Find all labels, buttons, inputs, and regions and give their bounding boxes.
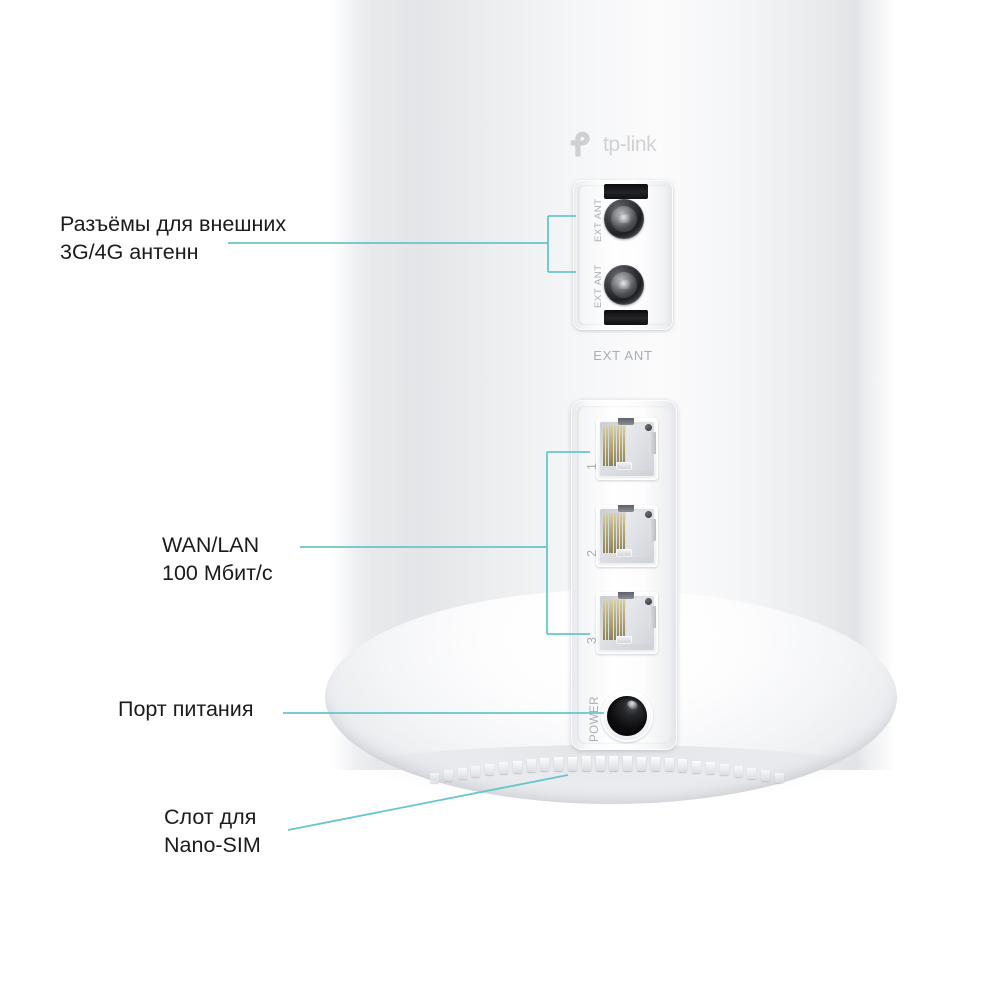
tp-link-logo: tp-link — [566, 124, 686, 164]
port-1-screw — [645, 424, 652, 431]
port-3-side — [649, 606, 656, 628]
port-2-screw — [645, 511, 652, 518]
tp-link-logo-text: tp-link — [603, 132, 657, 156]
antenna-panel-caption: EXT ANT — [593, 348, 653, 363]
callout-label-ext-ant: Разъёмы для внешних 3G/4G антенн — [60, 212, 287, 264]
port-2-number: 2 — [585, 550, 599, 557]
port-2-tab — [618, 505, 634, 512]
antenna-connector-2 — [604, 265, 644, 305]
port-2-side — [649, 519, 656, 541]
power-port-label: POWER — [589, 696, 601, 742]
antenna-connector-1 — [604, 199, 644, 239]
port-1-number: 1 — [585, 463, 599, 470]
port-3-tab — [618, 592, 634, 599]
device-body-highlight-right — [858, 0, 898, 770]
port-1-side — [649, 432, 656, 454]
tp-link-logo-icon — [570, 131, 590, 157]
ethernet-port-1 — [596, 418, 658, 480]
port-3-number: 3 — [585, 637, 599, 644]
port-3-pins — [603, 600, 625, 640]
device-vent-notches — [430, 756, 790, 783]
ethernet-port-2 — [596, 505, 658, 567]
callout-label-power-port: Порт питания — [118, 697, 254, 721]
port-3-latch — [616, 636, 632, 644]
port-2-pins — [603, 513, 625, 553]
ethernet-port-3 — [596, 592, 658, 654]
device-body-highlight-left — [327, 0, 353, 770]
port-1-tab — [618, 418, 634, 425]
port-1-pins — [603, 426, 625, 466]
antenna-slot-top — [604, 184, 648, 199]
antenna-slot-bottom — [604, 310, 648, 325]
antenna-connector-1-label: EXT ANT — [593, 198, 604, 242]
callout-label-wan-lan: WAN/LAN 100 Мбит/с — [162, 533, 273, 585]
callout-label-nano-sim: Слот для Nano-SIM — [164, 805, 261, 857]
port-1-latch — [616, 462, 632, 470]
port-2-latch — [616, 549, 632, 557]
power-port — [607, 696, 647, 736]
port-3-screw — [645, 598, 652, 605]
antenna-connector-2-label: EXT ANT — [593, 264, 604, 308]
